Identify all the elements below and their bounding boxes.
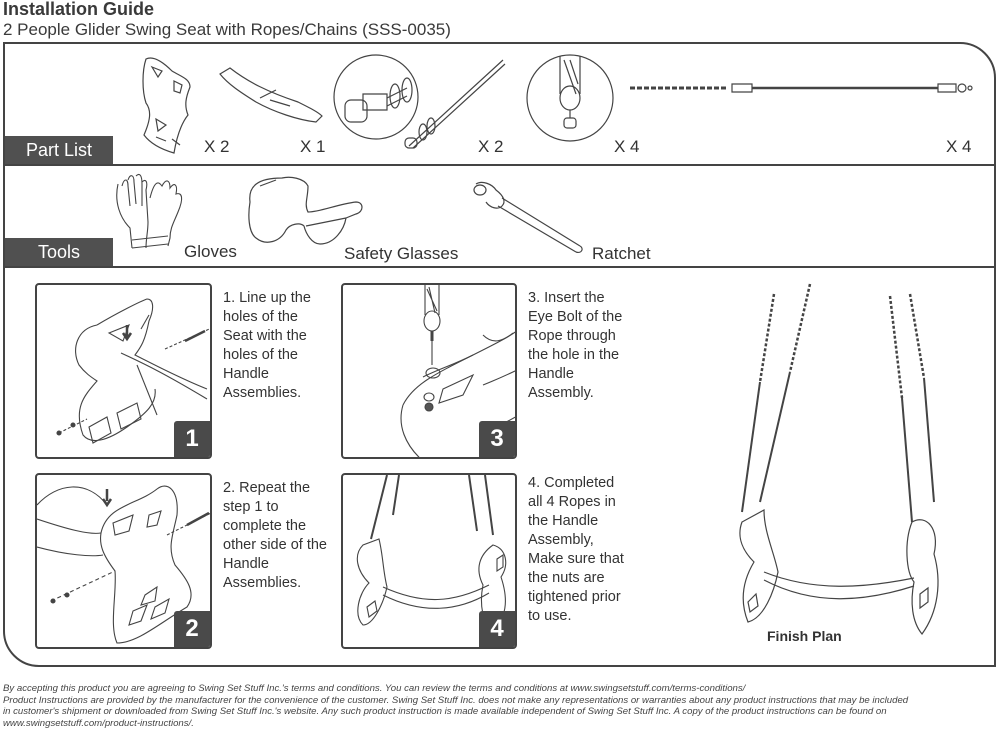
part-qty: X 2 — [478, 137, 504, 156]
disclaimer-line: in customer's shipment or downloaded fro… — [3, 706, 887, 717]
step-number-badge: 1 — [174, 421, 210, 457]
page-title: Installation Guide — [3, 0, 155, 19]
ratchet-icon — [470, 180, 586, 254]
eye-bolt-part-icon — [526, 54, 614, 142]
tool-label: Safety Glasses — [344, 244, 459, 263]
step-number-badge: 4 — [479, 611, 515, 647]
step-2-illustration: 2 — [35, 473, 212, 649]
instruction-frame — [3, 42, 996, 667]
tool-label: Gloves — [184, 242, 237, 261]
step-number-badge: 3 — [479, 421, 515, 457]
safety-glasses-icon — [246, 174, 366, 250]
tool-label: Ratchet — [592, 244, 651, 263]
part-qty: X 2 — [204, 137, 230, 156]
disclaimer-line: www.swingsetstuff.com/product-instructio… — [3, 717, 194, 729]
tools-label: Tools — [5, 238, 113, 266]
product-subtitle: 2 People Glider Swing Seat with Ropes/Ch… — [3, 20, 451, 39]
step-4-illustration: 4 — [341, 473, 517, 649]
finish-plan-label: Finish Plan — [767, 628, 842, 644]
step-1-instruction: 1. Line up the holes of the Seat with th… — [223, 290, 311, 401]
step-3-illustration: 3 — [341, 283, 517, 459]
finish-plan-illustration — [734, 282, 944, 642]
step-number-badge: 2 — [174, 611, 210, 647]
seat-part-icon — [218, 62, 324, 124]
disclaimer-line: By accepting this product you are agreei… — [3, 683, 746, 694]
bolt-and-nut-set-part-icon — [333, 54, 513, 154]
part-qty: X 4 — [614, 137, 640, 156]
step-1-illustration: 1 — [35, 283, 212, 459]
handle-assembly-part-icon — [140, 55, 196, 155]
step-4-instruction: 4. Completed all 4 Ropes in the Handle A… — [528, 475, 624, 624]
step-3-instruction: 3. Insert the Eye Bolt of the Rope throu… — [528, 290, 623, 401]
section-divider — [3, 164, 996, 166]
rope-with-chain-part-icon — [628, 82, 974, 94]
legal-disclaimer: By accepting this product you are agreei… — [3, 683, 1000, 729]
step-2-instruction: 2. Repeat the step 1 to complete the oth… — [223, 480, 327, 591]
part-qty: X 4 — [946, 137, 972, 156]
part-list-label: Part List — [5, 136, 113, 164]
gloves-icon — [112, 172, 188, 252]
disclaimer-line: Product Instructions are provided by the… — [3, 694, 909, 706]
part-qty: X 1 — [300, 137, 326, 156]
section-divider — [3, 266, 996, 268]
